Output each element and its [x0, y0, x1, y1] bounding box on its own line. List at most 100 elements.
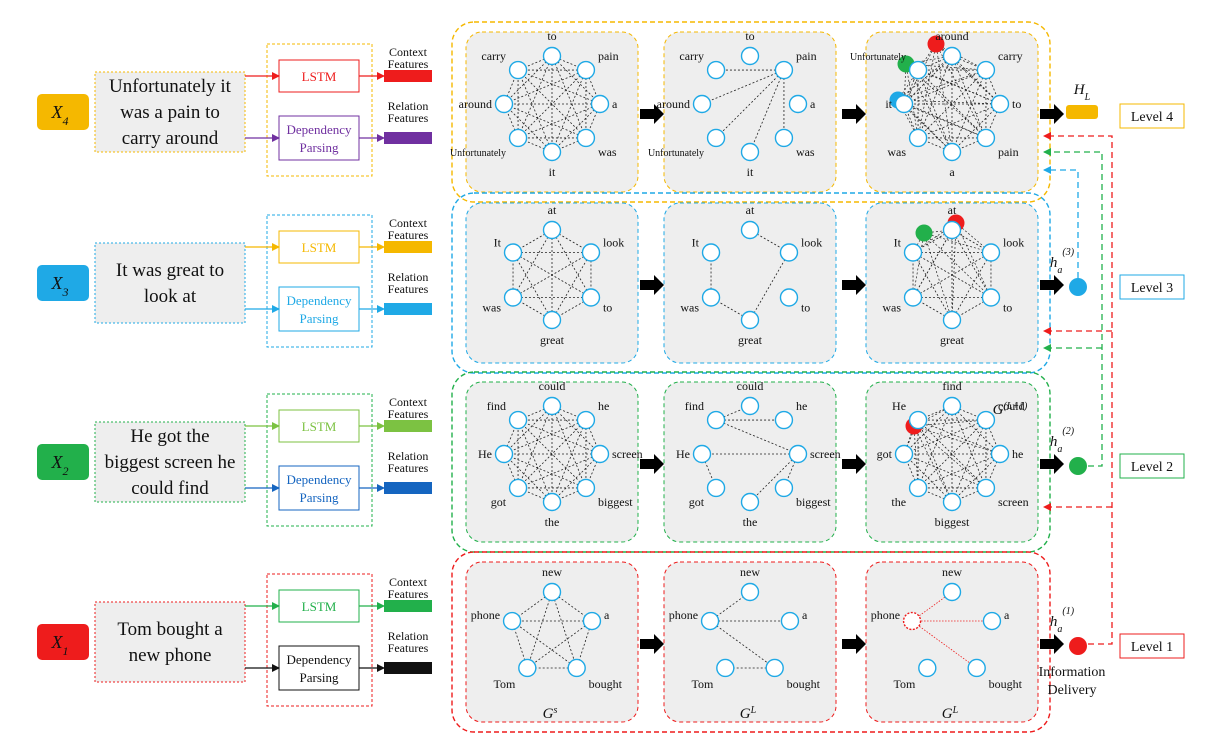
node-label: great — [540, 333, 565, 347]
level-label: Level 2 — [1131, 460, 1173, 475]
graph-node — [942, 582, 962, 602]
graph-edge — [517, 103, 601, 139]
node-label: Tom — [691, 677, 713, 691]
graph-edge — [951, 405, 1001, 455]
level-box — [1119, 453, 1185, 479]
graph-node — [576, 478, 596, 498]
level-label: Level 1 — [1131, 640, 1173, 655]
graph-node — [942, 310, 962, 330]
graph-edge — [749, 252, 790, 321]
graph-node — [894, 444, 914, 464]
node-label: to — [547, 29, 556, 43]
node-label: pain — [998, 145, 1019, 159]
node-label: Unfortunately — [450, 148, 506, 159]
lstm-label: LSTM — [302, 240, 337, 255]
node-label: he — [796, 399, 807, 413]
node-label: around — [459, 97, 492, 111]
graph-node — [908, 410, 928, 430]
sentence-line: Tom bought a — [117, 619, 223, 640]
graph-node — [942, 396, 962, 416]
output-symbol: ha(3) — [1050, 247, 1075, 276]
node-label: look — [603, 236, 624, 250]
graph-node — [981, 243, 1001, 262]
node-label: Tom — [893, 677, 915, 691]
graph-node — [990, 94, 1010, 114]
graph-edge — [917, 405, 953, 489]
relation-features-label: Relation — [388, 270, 429, 284]
sentence-line: carry around — [122, 128, 219, 149]
graph-edge — [917, 69, 987, 139]
graph-node — [542, 220, 562, 240]
graph-edge — [749, 69, 785, 153]
graph-edge — [749, 453, 799, 503]
graph-edge — [517, 419, 587, 489]
relation-features-label: Relation — [388, 99, 429, 113]
graph-edge — [951, 229, 992, 298]
feedback-red — [1043, 132, 1113, 645]
graph-node — [576, 410, 596, 430]
context-node — [915, 224, 933, 242]
graph-edge — [951, 405, 987, 489]
node-label: to — [603, 301, 612, 315]
graph-node — [774, 478, 794, 498]
output-symbol: ha(1) — [1050, 606, 1075, 635]
node-label: He — [478, 447, 492, 461]
flow-arrow — [842, 634, 866, 654]
node-label: to — [1003, 301, 1012, 315]
relation-feature-bar — [384, 303, 432, 315]
level-box — [1119, 103, 1185, 129]
graph-node — [567, 658, 586, 678]
node-label: a — [810, 97, 816, 111]
node-label: a — [604, 608, 610, 622]
node-label: he — [1012, 447, 1023, 461]
graph-edge — [709, 620, 775, 669]
graph-edge — [551, 453, 601, 503]
graph-node — [990, 444, 1010, 464]
output-node — [1069, 457, 1087, 475]
graph-edge — [951, 419, 987, 503]
graph-edge — [551, 252, 592, 321]
sentence-box — [94, 71, 246, 153]
graph-edge — [911, 620, 977, 669]
graph-edge — [517, 453, 601, 489]
graph-node — [740, 582, 760, 602]
dependency-box — [278, 465, 360, 511]
sentence-line: biggest screen he — [105, 452, 236, 473]
node-label: carry — [998, 49, 1023, 63]
node-label: the — [891, 495, 906, 509]
delivery-label: Delivery — [1048, 683, 1097, 698]
feedback-green — [1043, 148, 1103, 467]
dependency-label: Parsing — [300, 311, 340, 326]
graph-node — [701, 288, 721, 307]
graph-edge — [551, 229, 592, 298]
node-label: carry — [481, 49, 506, 63]
graph-edge — [517, 69, 601, 105]
graph-edge — [913, 419, 986, 427]
node-label: look — [1003, 236, 1024, 250]
relation-features-label: Features — [388, 111, 429, 125]
feedback-blue — [1043, 166, 1079, 278]
graph-node — [903, 243, 923, 262]
graph-edge — [911, 591, 953, 622]
graph-node — [590, 94, 610, 114]
graph-edge — [913, 425, 1001, 455]
node-label: got — [689, 495, 705, 509]
graph-edge — [917, 69, 953, 153]
graph-node — [692, 94, 712, 114]
graph-node — [542, 142, 562, 162]
node-label: was — [482, 301, 501, 315]
node-label: could — [737, 379, 764, 393]
graph-node — [942, 220, 962, 240]
dependency-label: Dependency — [287, 293, 352, 308]
output-bar — [1066, 105, 1098, 119]
lstm-label: LSTM — [302, 599, 337, 614]
graph-edge — [903, 453, 953, 503]
graph-node — [908, 60, 928, 80]
node-label: bought — [989, 677, 1023, 691]
node-label: to — [801, 301, 810, 315]
graph-node — [976, 478, 996, 498]
graph-node — [494, 94, 514, 114]
node-label: at — [948, 203, 957, 217]
node-label: was — [887, 145, 906, 159]
graph-node — [581, 288, 601, 307]
